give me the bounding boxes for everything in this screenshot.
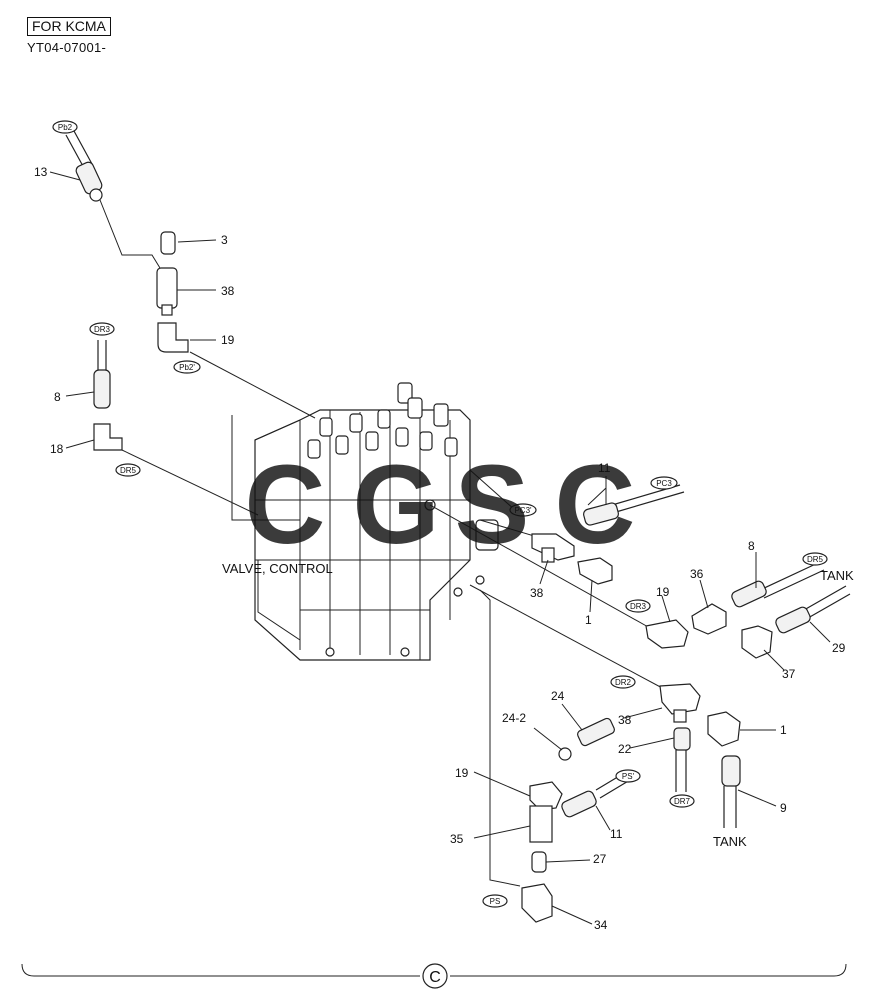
control-valve (231, 382, 499, 661)
part-number-36: 36 (690, 567, 704, 581)
port-tag-pb2: Pb2 (58, 123, 73, 132)
variant-label: FOR KCMA (32, 18, 106, 34)
part-number-35: 35 (450, 832, 464, 846)
port-tag-pc3: PC3 (656, 479, 672, 488)
watermark: C G S C (245, 442, 636, 567)
part-numbers: 13 3 38 19 8 18 11 38 1 19 36 8 29 37 24… (34, 165, 846, 932)
part-number-19: 19 (221, 333, 235, 347)
port-tag-ps-prime: PS' (622, 772, 635, 781)
part-number-38: 38 (530, 586, 544, 600)
port-tag-dr3: DR3 (630, 602, 647, 611)
port-tag-dr5: DR5 (807, 555, 824, 564)
leader-lines (99, 199, 667, 887)
part-number-9: 9 (780, 801, 787, 815)
part-number-11: 11 (610, 827, 623, 841)
part-number-13: 13 (34, 165, 48, 179)
part-number-18: 18 (50, 442, 64, 456)
part-number-11: 11 (598, 461, 611, 475)
fittings (65, 130, 851, 923)
port-tag-pc3-prime: PC3' (514, 506, 532, 515)
part-number-27: 27 (593, 852, 607, 866)
watermark-letter-c2: C (555, 442, 636, 567)
part-number-3: 3 (221, 233, 228, 247)
part-number-1: 1 (780, 723, 787, 737)
port-tag-dr3: DR3 (94, 325, 111, 334)
port-tag-dr7: DR7 (674, 797, 691, 806)
tank-label-lower: TANK (713, 834, 747, 849)
part-number-8: 8 (748, 539, 755, 553)
port-tag-pb2-prime: Pb2' (179, 363, 195, 372)
port-tags: Pb2 Pb2' DR3 DR5 PC3' PC3 DR3 DR5 DR2 DR… (52, 120, 828, 908)
serial-range: YT04-07001- (27, 40, 107, 55)
part-number-38: 38 (221, 284, 235, 298)
part-number-29: 29 (832, 641, 846, 655)
part-number-24-2: 24-2 (502, 711, 526, 725)
part-number-34: 34 (594, 918, 608, 932)
part-number-24: 24 (551, 689, 565, 703)
part-leaders (49, 171, 831, 925)
part-number-19: 19 (455, 766, 469, 780)
watermark-letter-g: G (352, 442, 439, 567)
section-mark: C (429, 969, 441, 986)
part-number-19: 19 (656, 585, 670, 599)
port-tag-dr2: DR2 (615, 678, 632, 687)
variant-label-box: FOR KCMA (27, 17, 111, 36)
part-number-8: 8 (54, 390, 61, 404)
tank-label-upper: TANK (820, 568, 854, 583)
watermark-letter-c1: C (245, 442, 326, 567)
part-number-1: 1 (585, 613, 592, 627)
watermark-letter-s: S (455, 442, 530, 567)
footer-brace: C (21, 963, 847, 989)
part-number-22: 22 (618, 742, 632, 756)
part-number-38: 38 (618, 713, 632, 727)
part-number-37: 37 (782, 667, 796, 681)
valve-label: VALVE, CONTROL (222, 561, 333, 576)
port-tag-dr5: DR5 (120, 466, 137, 475)
port-tag-ps: PS (490, 897, 501, 906)
